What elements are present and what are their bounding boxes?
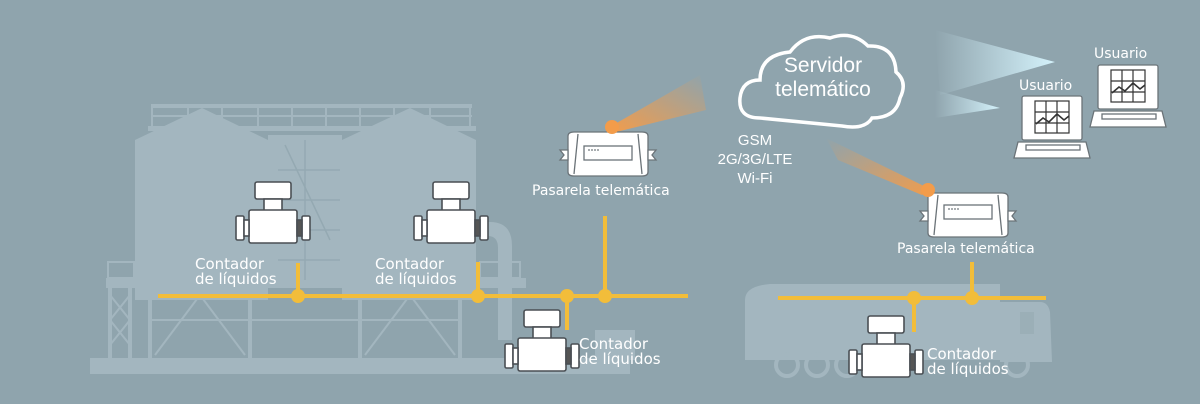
gateway-led [921, 183, 935, 197]
laptop-chart-icon [1013, 95, 1091, 159]
bus-junction [965, 291, 979, 305]
meter-label-line1: Contador [927, 345, 997, 363]
meter-label: Contador de líquidos [195, 257, 277, 287]
network-generations: 2G/3G/LTE [717, 151, 793, 168]
bus-junction [598, 289, 612, 303]
telematic-gateway-icon [558, 131, 658, 177]
flow-meter-icon [235, 181, 311, 244]
laptop-chart-icon [1089, 64, 1167, 128]
meter-label-line1: Contador [195, 255, 265, 273]
user-label: Usuario [1094, 46, 1148, 62]
gateway-label: Pasarela telemática [532, 183, 670, 199]
gateway-signal-beam [608, 75, 706, 132]
user-signal-beam [935, 30, 1055, 95]
network-gsm: GSM [737, 132, 773, 149]
network-label: GSM 2G/3G/LTE Wi-Fi [706, 131, 804, 188]
meter-label: Contador de líquidos [579, 337, 661, 367]
meter-label: Contador de líquidos [375, 257, 457, 287]
cloud-label-line2: telemático [775, 78, 871, 101]
cloud-label: Servidor telemático [758, 54, 888, 102]
flow-meter-icon [413, 181, 489, 244]
meter-label: Contador de líquidos [927, 347, 1009, 377]
meter-label-line1: Contador [579, 335, 649, 353]
cloud-label-line1: Servidor [783, 54, 863, 77]
meter-label-line1: Contador [375, 255, 445, 273]
telematic-gateway-icon [918, 192, 1018, 238]
bus-junction [907, 291, 921, 305]
flow-meter-icon [848, 315, 924, 378]
bus-junction [560, 289, 574, 303]
network-wifi: Wi-Fi [737, 170, 773, 187]
gateway-signal-beam [826, 138, 928, 195]
meter-label-line2: de líquidos [195, 270, 277, 288]
bus-junction [291, 289, 305, 303]
bus-junction [471, 289, 485, 303]
cloud-icon [738, 33, 905, 129]
bus-junctions [291, 289, 979, 305]
user-label: Usuario [1019, 78, 1073, 94]
meter-label-line2: de líquidos [579, 350, 661, 368]
gateway-led [605, 120, 619, 134]
flow-meter-icon [504, 309, 580, 372]
user-signal-beam [935, 90, 1000, 118]
meter-label-line2: de líquidos [927, 360, 1009, 378]
industrial-plant-silhouette [90, 104, 635, 374]
gateway-label: Pasarela telemática [897, 241, 1035, 257]
meter-label-line2: de líquidos [375, 270, 457, 288]
